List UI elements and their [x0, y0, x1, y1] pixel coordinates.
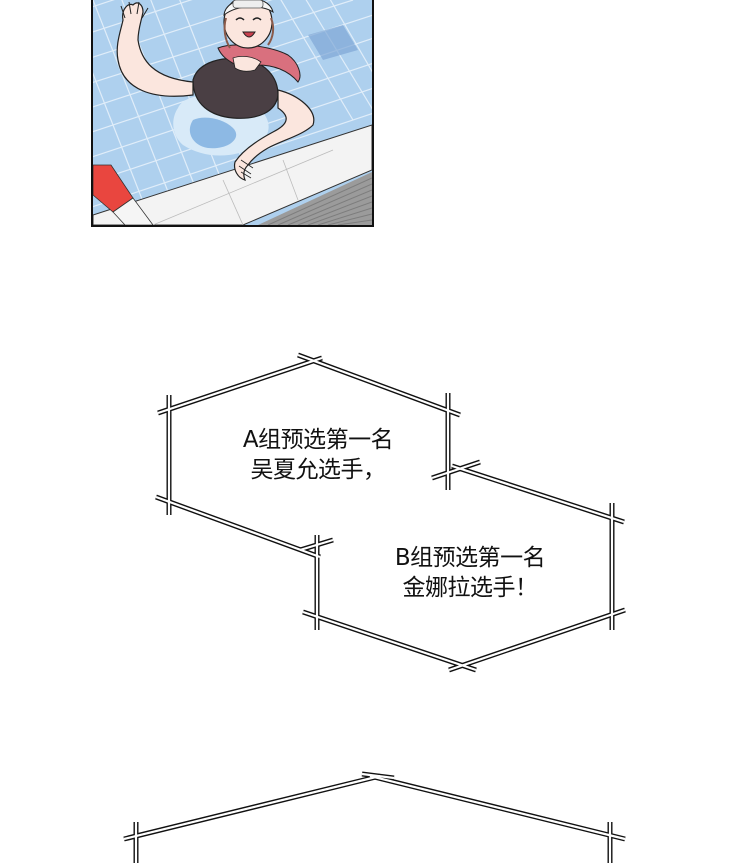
speech-bubble-b: B组预选第一名 金娜拉选手！ [355, 543, 585, 603]
bubble-c-frame [123, 771, 626, 863]
pool-illustration [93, 0, 372, 225]
bubble-b-line-1: B组预选第一名 [394, 545, 546, 571]
speech-bubble-a: A组预选第一名 吴夏允选手， [203, 425, 433, 485]
bubble-a-line-2: 吴夏允选手， [250, 457, 387, 483]
comic-panel-pool [91, 0, 374, 227]
bubble-b-line-2: 金娜拉选手！ [402, 575, 539, 601]
bubble-a-line-1: A组预选第一名 [242, 427, 394, 453]
